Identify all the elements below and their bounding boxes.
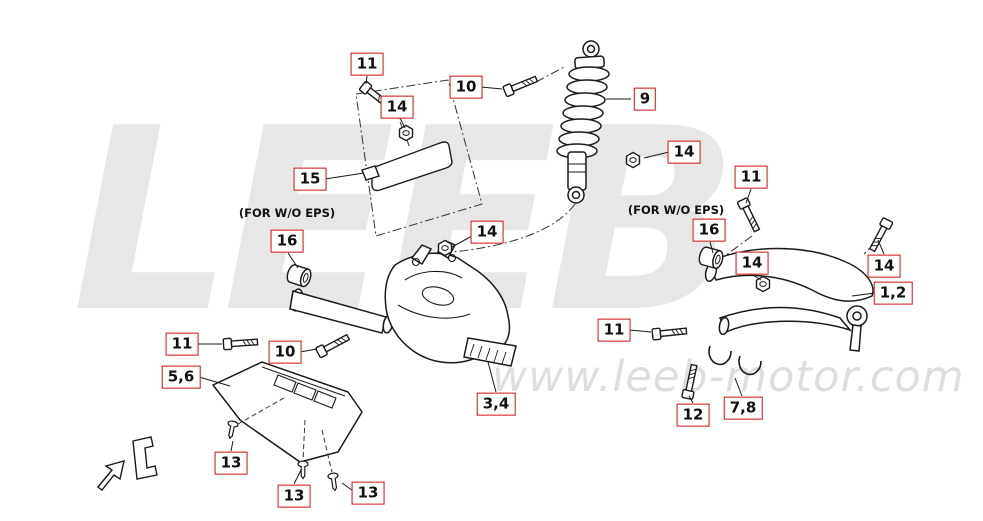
callout-14-10: 14 — [735, 251, 769, 275]
leader-lines — [197, 75, 885, 494]
callout-11-8: 11 — [734, 165, 768, 189]
callout-13-22: 13 — [351, 481, 385, 505]
callout-16-9: 16 — [692, 218, 726, 242]
callout-10-2: 10 — [449, 75, 483, 99]
callout-15-5: 15 — [293, 167, 327, 191]
dashed-leader-lines — [237, 397, 333, 473]
callout-11-0: 11 — [350, 52, 384, 76]
callout-14-4: 14 — [667, 140, 701, 164]
note-for-wo-eps-1: (FOR W/O EPS) — [627, 203, 725, 217]
callout-7-8-19: 7,8 — [723, 396, 763, 420]
clamp-brackets-7-8 — [708, 345, 762, 376]
note-for-wo-eps-0: (FOR W/O EPS) — [238, 206, 336, 220]
callout-5-6-16: 5,6 — [161, 365, 201, 389]
callout-11-13: 11 — [165, 332, 199, 356]
callout-13-21: 13 — [277, 484, 311, 508]
callout-13-20: 13 — [214, 451, 248, 475]
mount-plate-15 — [361, 141, 453, 192]
callout-14-1: 14 — [380, 95, 414, 119]
callout-3-4-17: 3,4 — [476, 392, 516, 416]
callout-10-14: 10 — [268, 340, 302, 364]
callout-1-2-12: 1,2 — [873, 281, 913, 305]
callout-16-6: 16 — [270, 229, 304, 253]
callout-14-11: 14 — [867, 254, 901, 278]
shock-absorber — [556, 40, 610, 204]
callout-11-15: 11 — [597, 318, 631, 342]
callout-12-18: 12 — [676, 403, 710, 427]
callout-9-3: 9 — [633, 87, 657, 111]
skid-plate-5-6 — [211, 361, 363, 463]
direction-bracket — [96, 436, 158, 491]
callout-14-7: 14 — [470, 220, 504, 244]
